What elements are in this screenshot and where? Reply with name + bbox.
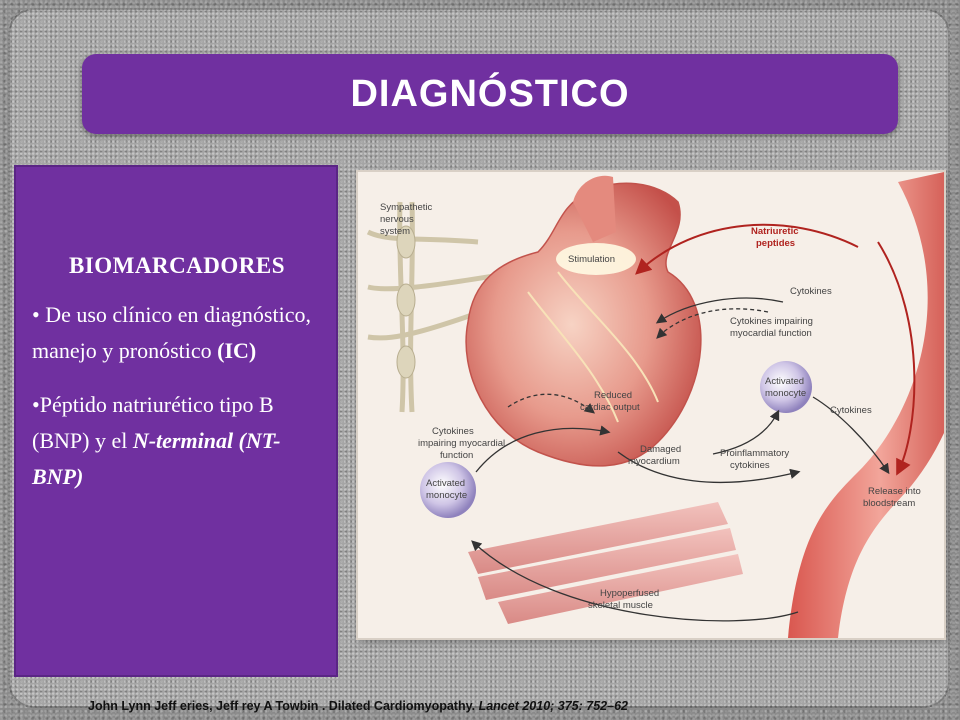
label-natriuretic-2: peptides	[756, 238, 795, 249]
activated-monocyte-right	[760, 361, 812, 413]
slide-title: DIAGNÓSTICO	[350, 72, 630, 115]
label-cytokines-impairing-2: myocardial function	[730, 328, 812, 339]
label-sympathetic-2: nervous	[380, 214, 414, 225]
label-activated-right-1: Activated	[765, 376, 804, 387]
label-cytokines-top: Cytokines	[790, 286, 832, 297]
citation: John Lynn Jeff eries, Jeff rey A Towbin …	[88, 699, 628, 713]
label-cytokines-impairing-1: Cytokines impairing	[730, 316, 813, 327]
label-stimulation: Stimulation	[568, 254, 615, 265]
label-sympathetic-3: system	[380, 226, 410, 237]
figure-illustration: Sympathetic nervous system Stimulation N…	[358, 172, 944, 638]
label-sympathetic-1: Sympathetic	[380, 202, 433, 213]
biomarkers-panel: BIOMARCADORES • De uso clínico en diagnó…	[14, 165, 338, 677]
label-activated-left-1: Activated	[426, 478, 465, 489]
label-cytokines-right: Cytokines	[830, 405, 872, 416]
label-hypoperfused-1: Hypoperfused	[600, 588, 659, 599]
label-damaged-1: Damaged	[640, 444, 681, 455]
label-release-2: bloodstream	[863, 498, 915, 509]
label-reduced-1: Reduced	[594, 390, 632, 401]
blood-vessel	[788, 172, 944, 638]
label-release-1: Release into	[868, 486, 921, 497]
label-natriuretic-1: Natriuretic	[751, 226, 799, 237]
nerve-ganglia	[396, 225, 416, 379]
label-hypoperfused-2: skeletal muscle	[588, 600, 653, 611]
label-activated-right-2: monocyte	[765, 388, 806, 399]
heart	[465, 175, 702, 467]
bullet-clinical-use-text: • De uso clínico en diagnóstico, manejo …	[32, 302, 311, 363]
panel-heading: BIOMARCADORES	[68, 253, 286, 278]
label-proinflammatory-1: Proinflammatory	[720, 448, 789, 459]
bullet-clinical-use-bold: (IC)	[217, 338, 257, 363]
cardiomyopathy-figure: Sympathetic nervous system Stimulation N…	[358, 172, 944, 638]
bullet-bnp-text: •Péptido natriurético tipo B (BNP) y el	[32, 392, 274, 453]
citation-authors: John Lynn Jeff eries, Jeff rey A Towbin …	[88, 699, 479, 713]
label-damaged-2: myocardium	[628, 456, 680, 467]
citation-journal: Lancet 2010; 375: 752–62	[478, 699, 628, 713]
label-activated-left-2: monocyte	[426, 490, 467, 501]
label-reduced-2: cardiac output	[580, 402, 640, 413]
bullet-clinical-use: • De uso clínico en diagnóstico, manejo …	[32, 297, 322, 369]
title-banner: DIAGNÓSTICO	[82, 54, 898, 134]
stimulation-glow	[556, 243, 636, 275]
label-cyto-left-2: impairing myocardial	[418, 438, 505, 449]
skeletal-muscle	[468, 502, 743, 624]
bullet-bnp: •Péptido natriurético tipo B (BNP) y el …	[32, 387, 322, 495]
activated-monocyte-left	[420, 462, 476, 518]
label-cyto-left-1: Cytokines	[432, 426, 474, 437]
bullet-bnp-italic: N-terminal (NT-BNP)	[32, 428, 281, 489]
label-cyto-left-3: function	[440, 450, 473, 461]
pathway-arrows	[471, 223, 916, 622]
label-proinflammatory-2: cytokines	[730, 460, 770, 471]
